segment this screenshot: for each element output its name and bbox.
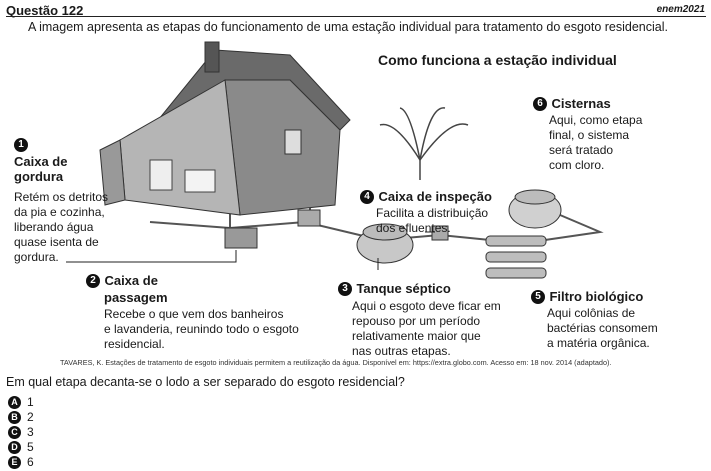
option-text: 1: [27, 395, 34, 409]
step-description: Retém os detritos: [14, 190, 109, 204]
step-description: Aqui colônias de: [547, 306, 636, 320]
option-text: 3: [27, 425, 34, 439]
option-letter-badge: A: [8, 396, 21, 410]
figure-title: Como funciona a estação individual: [378, 52, 617, 68]
step-5-filtro-biologico: 5 Filtro biológico Aqui colônias de bact…: [531, 288, 658, 351]
step-description: relativamente maior que: [352, 329, 481, 343]
step-title: Caixa de inspeção: [378, 189, 492, 204]
step-6-cisternas: 6 Cisternas Aqui, como etapa final, o si…: [533, 95, 642, 173]
step-description: a matéria orgânica.: [547, 336, 650, 350]
figure-credit: TAVARES, K. Estações de tratamento de es…: [60, 358, 612, 367]
step-description: quase isenta de: [14, 235, 99, 249]
step-title: Caixa de: [14, 154, 68, 169]
option-text: 6: [27, 455, 34, 469]
step-number-badge: 4: [360, 189, 374, 204]
step-description: repouso por um período: [352, 314, 481, 328]
label-leader-lines: [66, 231, 435, 270]
step-number-badge: 6: [533, 96, 547, 111]
cistern-icon: [508, 189, 562, 229]
step-title: passagem: [104, 290, 168, 305]
step-3-tanque-septico: 3 Tanque séptico Aqui o esgoto deve fica…: [338, 280, 501, 359]
option-text: 2: [27, 410, 34, 424]
passage-box-icon: [297, 209, 321, 227]
option-text: 5: [27, 440, 34, 454]
step-description: final, o sistema: [549, 128, 630, 142]
question-number: Questão 122: [6, 3, 84, 18]
step-description: Recebe o que vem dos banheiros: [104, 307, 284, 321]
header-divider: [6, 16, 706, 17]
step-description: Aqui o esgoto deve ficar em: [352, 299, 501, 313]
exam-brand-logo: enem2021: [656, 4, 705, 15]
step-description: dos efluentes.: [376, 221, 451, 235]
option-letter-badge: B: [8, 411, 21, 425]
step-4-caixa-de-inspecao: 4 Caixa de inspeção Facilita a distribui…: [360, 188, 492, 236]
sewage-station-illustration: [66, 41, 604, 279]
step-1-caixa-de-gordura: 1 Caixa de gordura Retém os detritos da …: [14, 136, 108, 265]
step-title: gordura: [14, 169, 64, 184]
step-number-badge: 3: [338, 281, 352, 296]
septic-tank-icon: [356, 223, 414, 264]
option-letter-badge: C: [8, 426, 21, 440]
step-description: bactérias consomem: [547, 321, 658, 335]
step-description: e lavanderia, reunindo todo o esgoto: [104, 322, 299, 336]
step-number-badge: 5: [531, 289, 545, 304]
step-description: liberando água: [14, 220, 94, 234]
step-number-badge: 2: [86, 273, 100, 288]
option-letter-badge: E: [8, 456, 21, 470]
step-description: residencial.: [104, 337, 165, 351]
step-description: Aqui, como etapa: [549, 113, 643, 127]
step-description: da pia e cozinha,: [14, 205, 105, 219]
step-description: Facilita a distribuição: [376, 206, 489, 220]
step-2-caixa-de-passagem: 2 Caixa de passagem Recebe o que vem dos…: [86, 272, 299, 352]
step-title: Filtro biológico: [549, 289, 644, 304]
step-description: nas outras etapas.: [352, 344, 451, 358]
question-prompt: A imagem apresenta as etapas do funciona…: [28, 20, 668, 34]
biological-filter-icon: [485, 235, 547, 279]
step-description: com cloro.: [549, 158, 605, 172]
grease-box-icon: [224, 227, 258, 249]
house-icon: [99, 41, 351, 216]
step-title: Tanque séptico: [356, 281, 451, 296]
sprinkler-icon: [379, 107, 469, 180]
inspection-box-icon: [431, 225, 449, 241]
step-description: gordura.: [14, 250, 59, 264]
step-description: será tratado: [549, 143, 614, 157]
step-title: Cisternas: [551, 96, 611, 111]
step-number-badge: 1: [14, 137, 28, 152]
option-letter-badge: D: [8, 441, 21, 455]
question-text: Em qual etapa decanta-se o lodo a ser se…: [6, 375, 405, 389]
step-title: Caixa de: [104, 273, 158, 288]
